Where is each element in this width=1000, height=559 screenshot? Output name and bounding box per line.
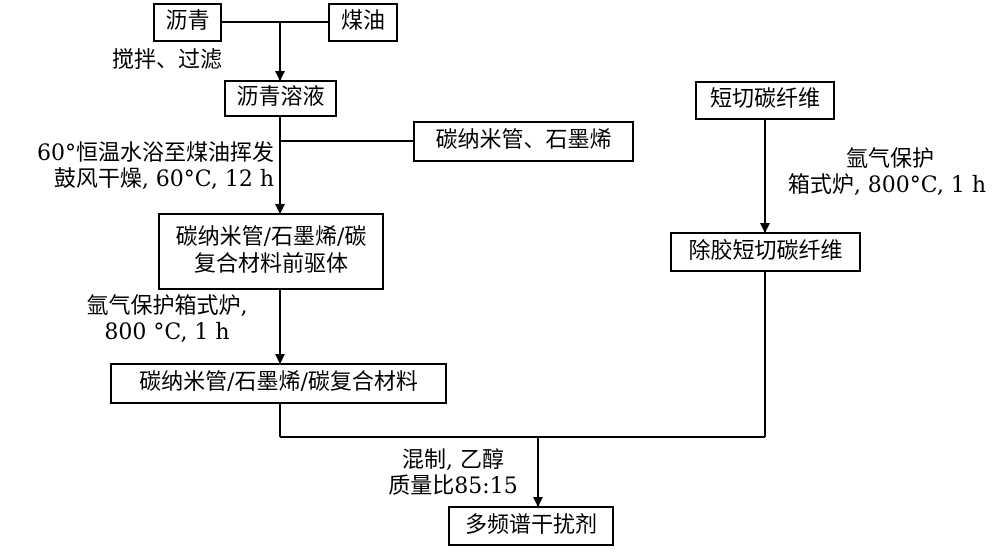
label-stir-filter-text: 搅拌、过滤 [112, 48, 223, 73]
label-water-bath-line1: 60°恒温水浴至煤油挥发 [37, 141, 274, 166]
label-anneal-left-line1: 氩气保护箱式炉, [86, 294, 248, 319]
node-asphalt-solution: 沥青溶液 [224, 80, 337, 117]
node-precursor-line2: 复合材料前驱体 [193, 251, 348, 277]
node-composite: 碳纳米管/石墨烯/碳复合材料 [110, 363, 447, 404]
node-short-cf-label: 短切碳纤维 [709, 87, 820, 113]
label-anneal-left: 氩气保护箱式炉, 800 °C, 1 h [62, 294, 272, 347]
node-asphalt-label: 沥青 [165, 9, 210, 35]
node-degummed-cf-label: 除胶短切碳纤维 [688, 238, 843, 264]
node-kerosene: 煤油 [328, 3, 398, 42]
node-product-label: 多频谱干扰剂 [464, 512, 597, 538]
label-mix-line1: 混制, 乙醇 [402, 448, 504, 473]
node-degummed-cf: 除胶短切碳纤维 [670, 232, 861, 272]
node-composite-label: 碳纳米管/石墨烯/碳复合材料 [139, 370, 418, 396]
node-product: 多频谱干扰剂 [448, 506, 614, 546]
label-mix-line2: 质量比85:15 [388, 474, 518, 500]
label-anneal-right-line2: 箱式炉, 800°C, 1 h [787, 173, 986, 199]
node-cnt-graphene: 碳纳米管、石墨烯 [413, 121, 634, 162]
label-stir-filter: 搅拌、过滤 [112, 48, 222, 74]
node-cnt-graphene-label: 碳纳米管、石墨烯 [435, 128, 612, 154]
node-precursor: 碳纳米管/石墨烯/碳 复合材料前驱体 [158, 213, 384, 290]
node-asphalt: 沥青 [153, 3, 222, 42]
label-anneal-right: 氩气保护 箱式炉, 800°C, 1 h [760, 147, 986, 200]
label-anneal-left-line2: 800 °C, 1 h [104, 320, 230, 346]
label-mix: 混制, 乙醇 质量比85:15 [372, 448, 534, 501]
node-precursor-line1: 碳纳米管/石墨烯/碳 [175, 225, 367, 251]
node-kerosene-label: 煤油 [340, 9, 385, 35]
node-asphalt-solution-label: 沥青溶液 [236, 85, 325, 111]
label-anneal-right-line1: 氩气保护 [845, 147, 934, 172]
label-water-bath-line2: 鼓风干燥, 60°C, 12 h [53, 167, 274, 193]
node-short-cf: 短切碳纤维 [695, 81, 835, 120]
label-water-bath: 60°恒温水浴至煤油挥发 鼓风干燥, 60°C, 12 h [0, 141, 274, 194]
